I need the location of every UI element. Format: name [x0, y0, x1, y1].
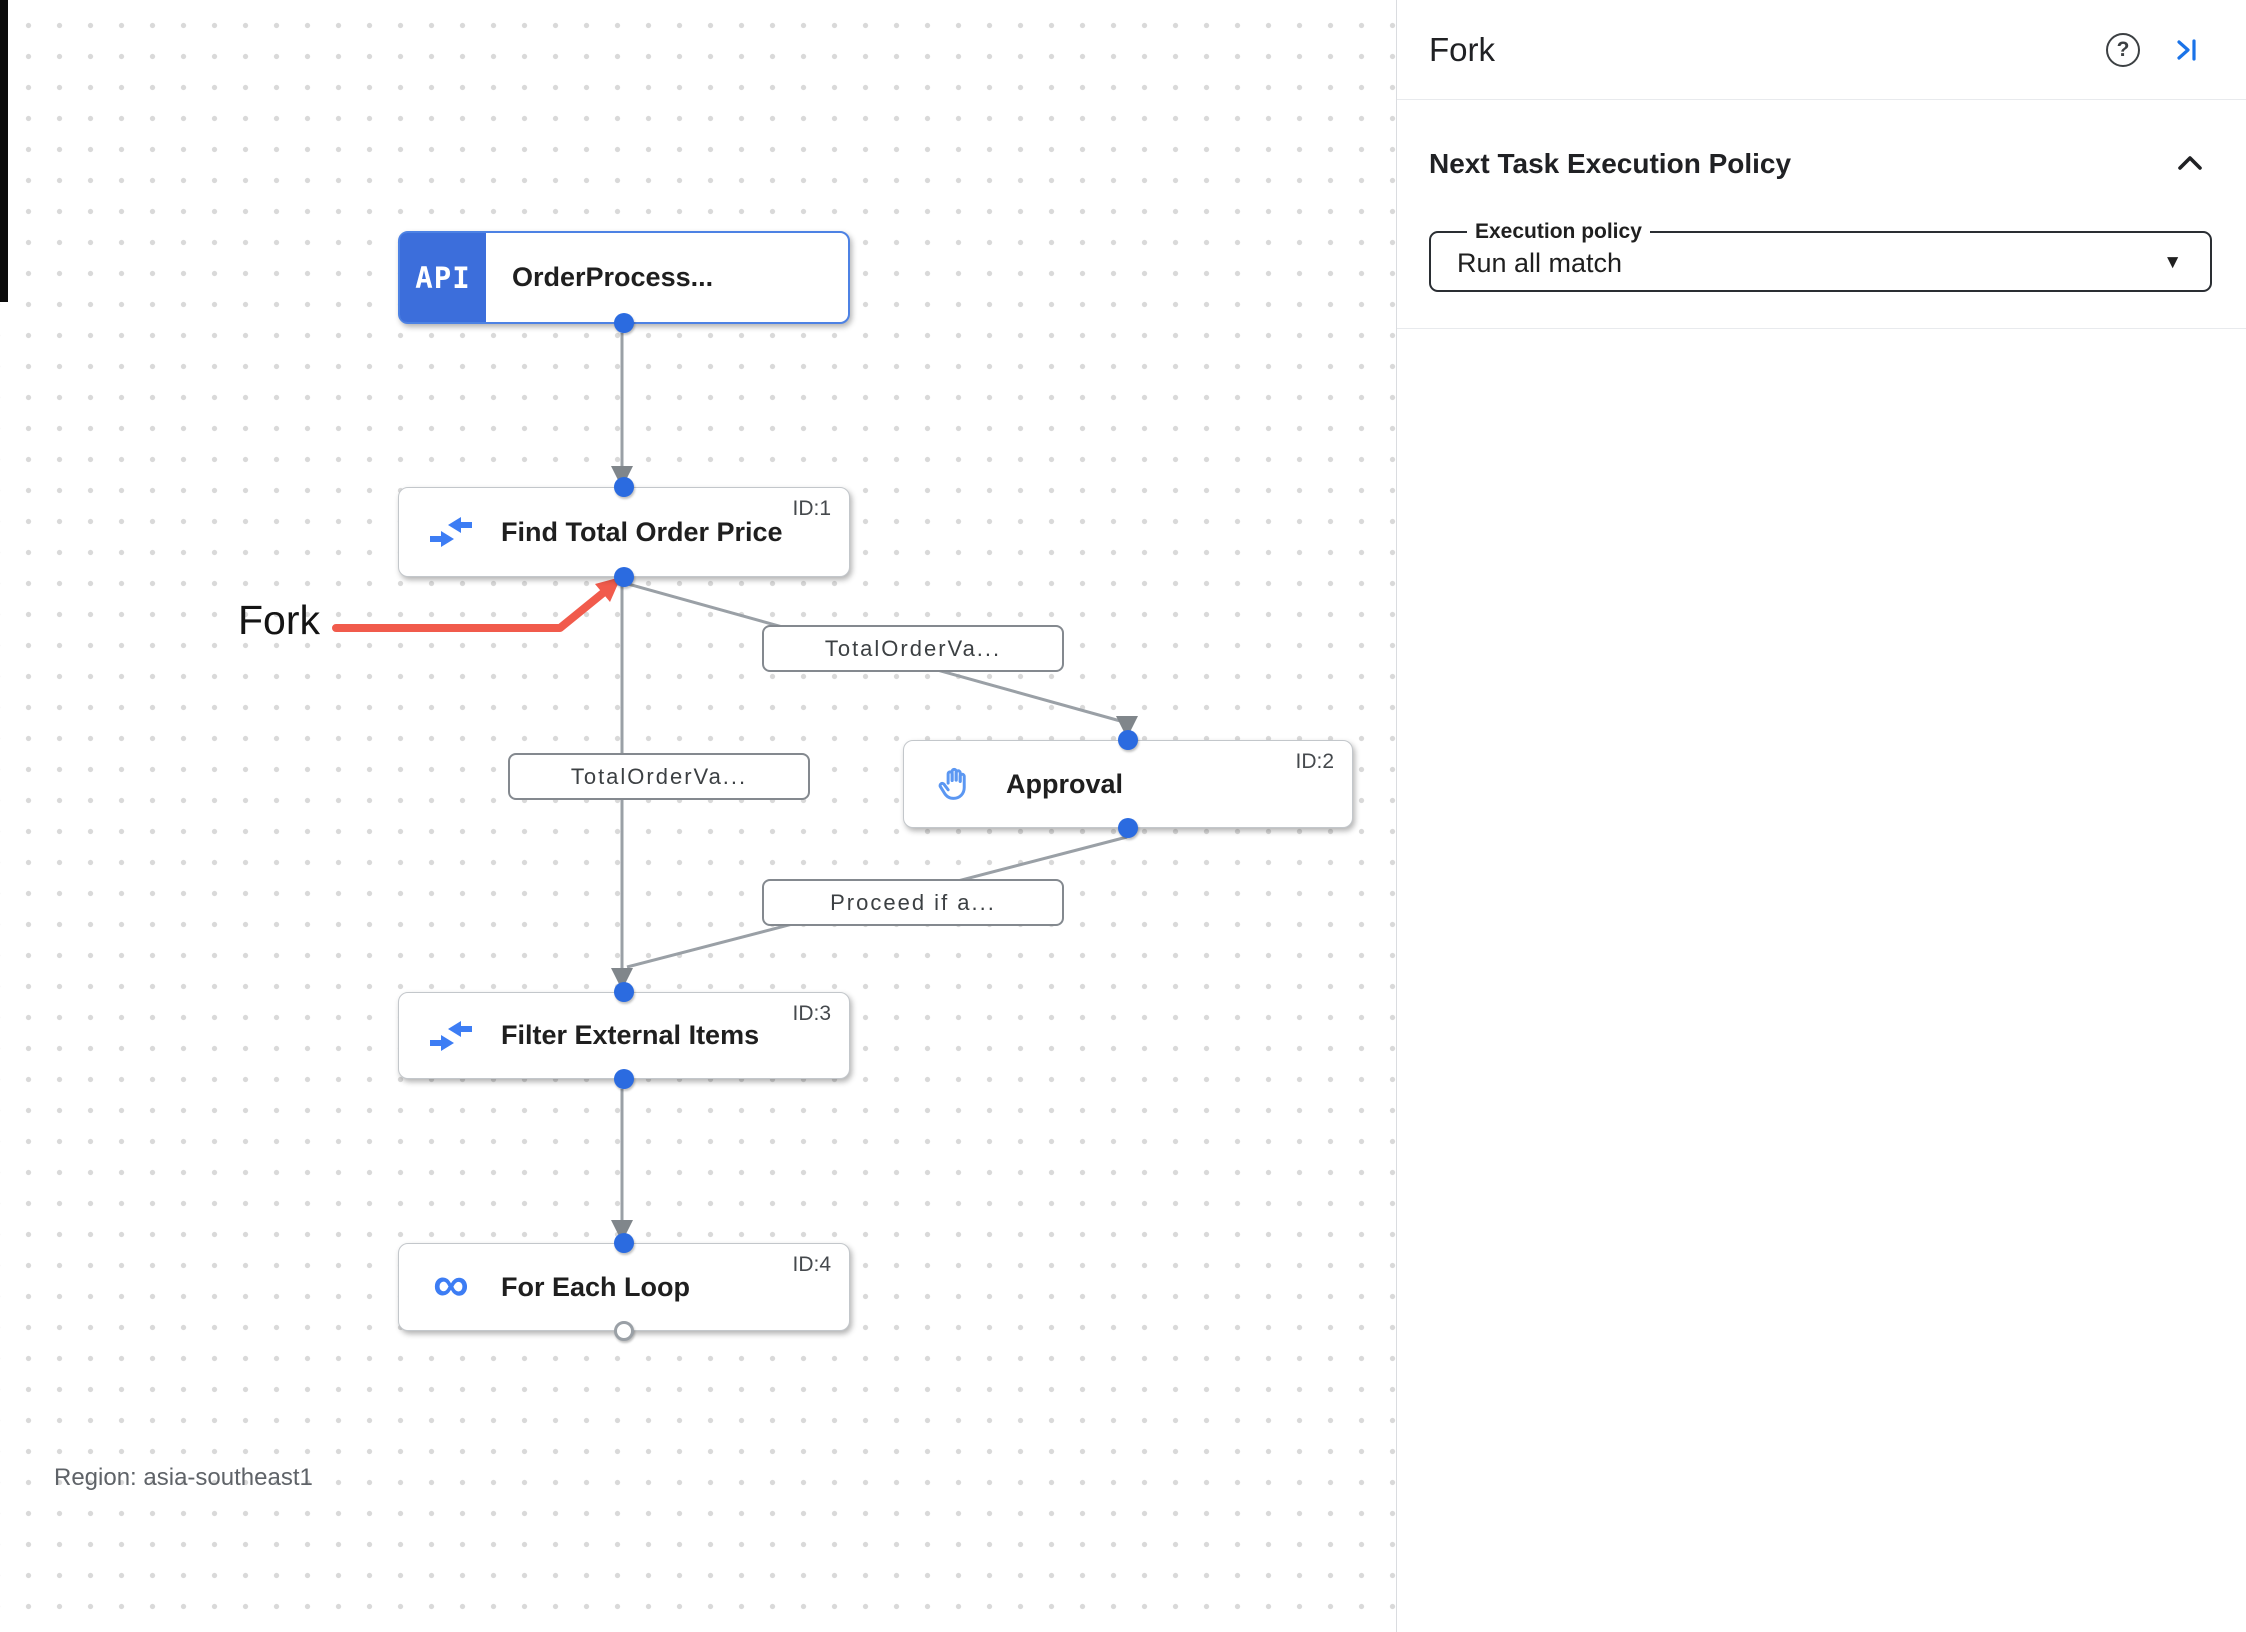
connector-out-task3[interactable] [614, 1069, 634, 1089]
node-filter-external-items[interactable]: ID:3 Filter External Items [398, 982, 850, 1089]
edge-label-proceed-if[interactable]: Proceed if a... [762, 879, 1064, 926]
workflow-canvas[interactable]: API OrderProcess... ID:1 Find Total Orde… [0, 0, 1396, 1632]
node-id-label: ID:4 [792, 1253, 831, 1276]
approval-hand-icon [930, 763, 982, 805]
connector-in-task1[interactable] [614, 477, 634, 497]
help-icon[interactable]: ? [2106, 32, 2140, 67]
connector-out-task4[interactable] [614, 1321, 634, 1341]
edge-label-totalorderva-left[interactable]: TotalOrderVa... [508, 753, 810, 800]
execution-policy-value: Run all match [1457, 247, 1623, 278]
node-find-total-order-price[interactable]: ID:1 Find Total Order Price [398, 477, 850, 587]
left-edge-strip [0, 0, 8, 302]
node-for-each-loop[interactable]: ID:4 ∞ For Each Loop [398, 1233, 850, 1341]
connector-out-approval[interactable] [1118, 818, 1138, 838]
chevron-up-icon[interactable] [2172, 146, 2208, 182]
node-id-label: ID:3 [792, 1002, 831, 1025]
node-title: Approval [1006, 768, 1124, 799]
api-trigger-icon: API [400, 233, 486, 322]
for-each-loop-icon: ∞ [433, 1256, 469, 1312]
panel-header: Fork ? [1397, 0, 2246, 100]
fork-config-panel: Fork ? Next Task Execution Policy [1396, 0, 2246, 1632]
collapse-panel-icon[interactable] [2170, 34, 2202, 66]
edge-label-totalorderva-right[interactable]: TotalOrderVa... [762, 625, 1064, 672]
connector-in-approval[interactable] [1118, 730, 1138, 750]
data-mapping-icon [425, 515, 477, 549]
fork-annotation-label: Fork [238, 597, 320, 643]
dropdown-caret-icon: ▼ [2163, 252, 2182, 273]
connector-out-task1[interactable] [614, 567, 634, 587]
section-title: Next Task Execution Policy [1429, 148, 1792, 179]
node-title: For Each Loop [501, 1271, 690, 1302]
panel-title: Fork [1429, 30, 1495, 68]
fork-annotation-arrow [332, 577, 621, 632]
node-title: Find Total Order Price [501, 516, 783, 547]
region-note: Region: asia-southeast1 [54, 1464, 313, 1491]
execution-policy-select[interactable]: Execution policy Run all match ▼ [1429, 220, 2212, 292]
connector-out-trigger[interactable] [614, 313, 634, 333]
api-badge-label: API [415, 260, 471, 295]
next-task-execution-policy-section: Next Task Execution Policy Execution pol… [1397, 100, 2246, 329]
data-mapping-icon [425, 1019, 477, 1053]
connector-in-task3[interactable] [614, 982, 634, 1002]
node-id-label: ID:2 [1295, 750, 1334, 773]
execution-policy-label: Execution policy [1475, 220, 1642, 243]
connector-in-task4[interactable] [614, 1233, 634, 1253]
node-title: Filter External Items [501, 1020, 760, 1050]
node-title: OrderProcess... [512, 262, 714, 292]
node-orderprocess-trigger[interactable]: API OrderProcess... [398, 231, 850, 333]
node-id-label: ID:1 [792, 497, 831, 520]
node-approval[interactable]: ID:2 Approval [903, 730, 1353, 838]
